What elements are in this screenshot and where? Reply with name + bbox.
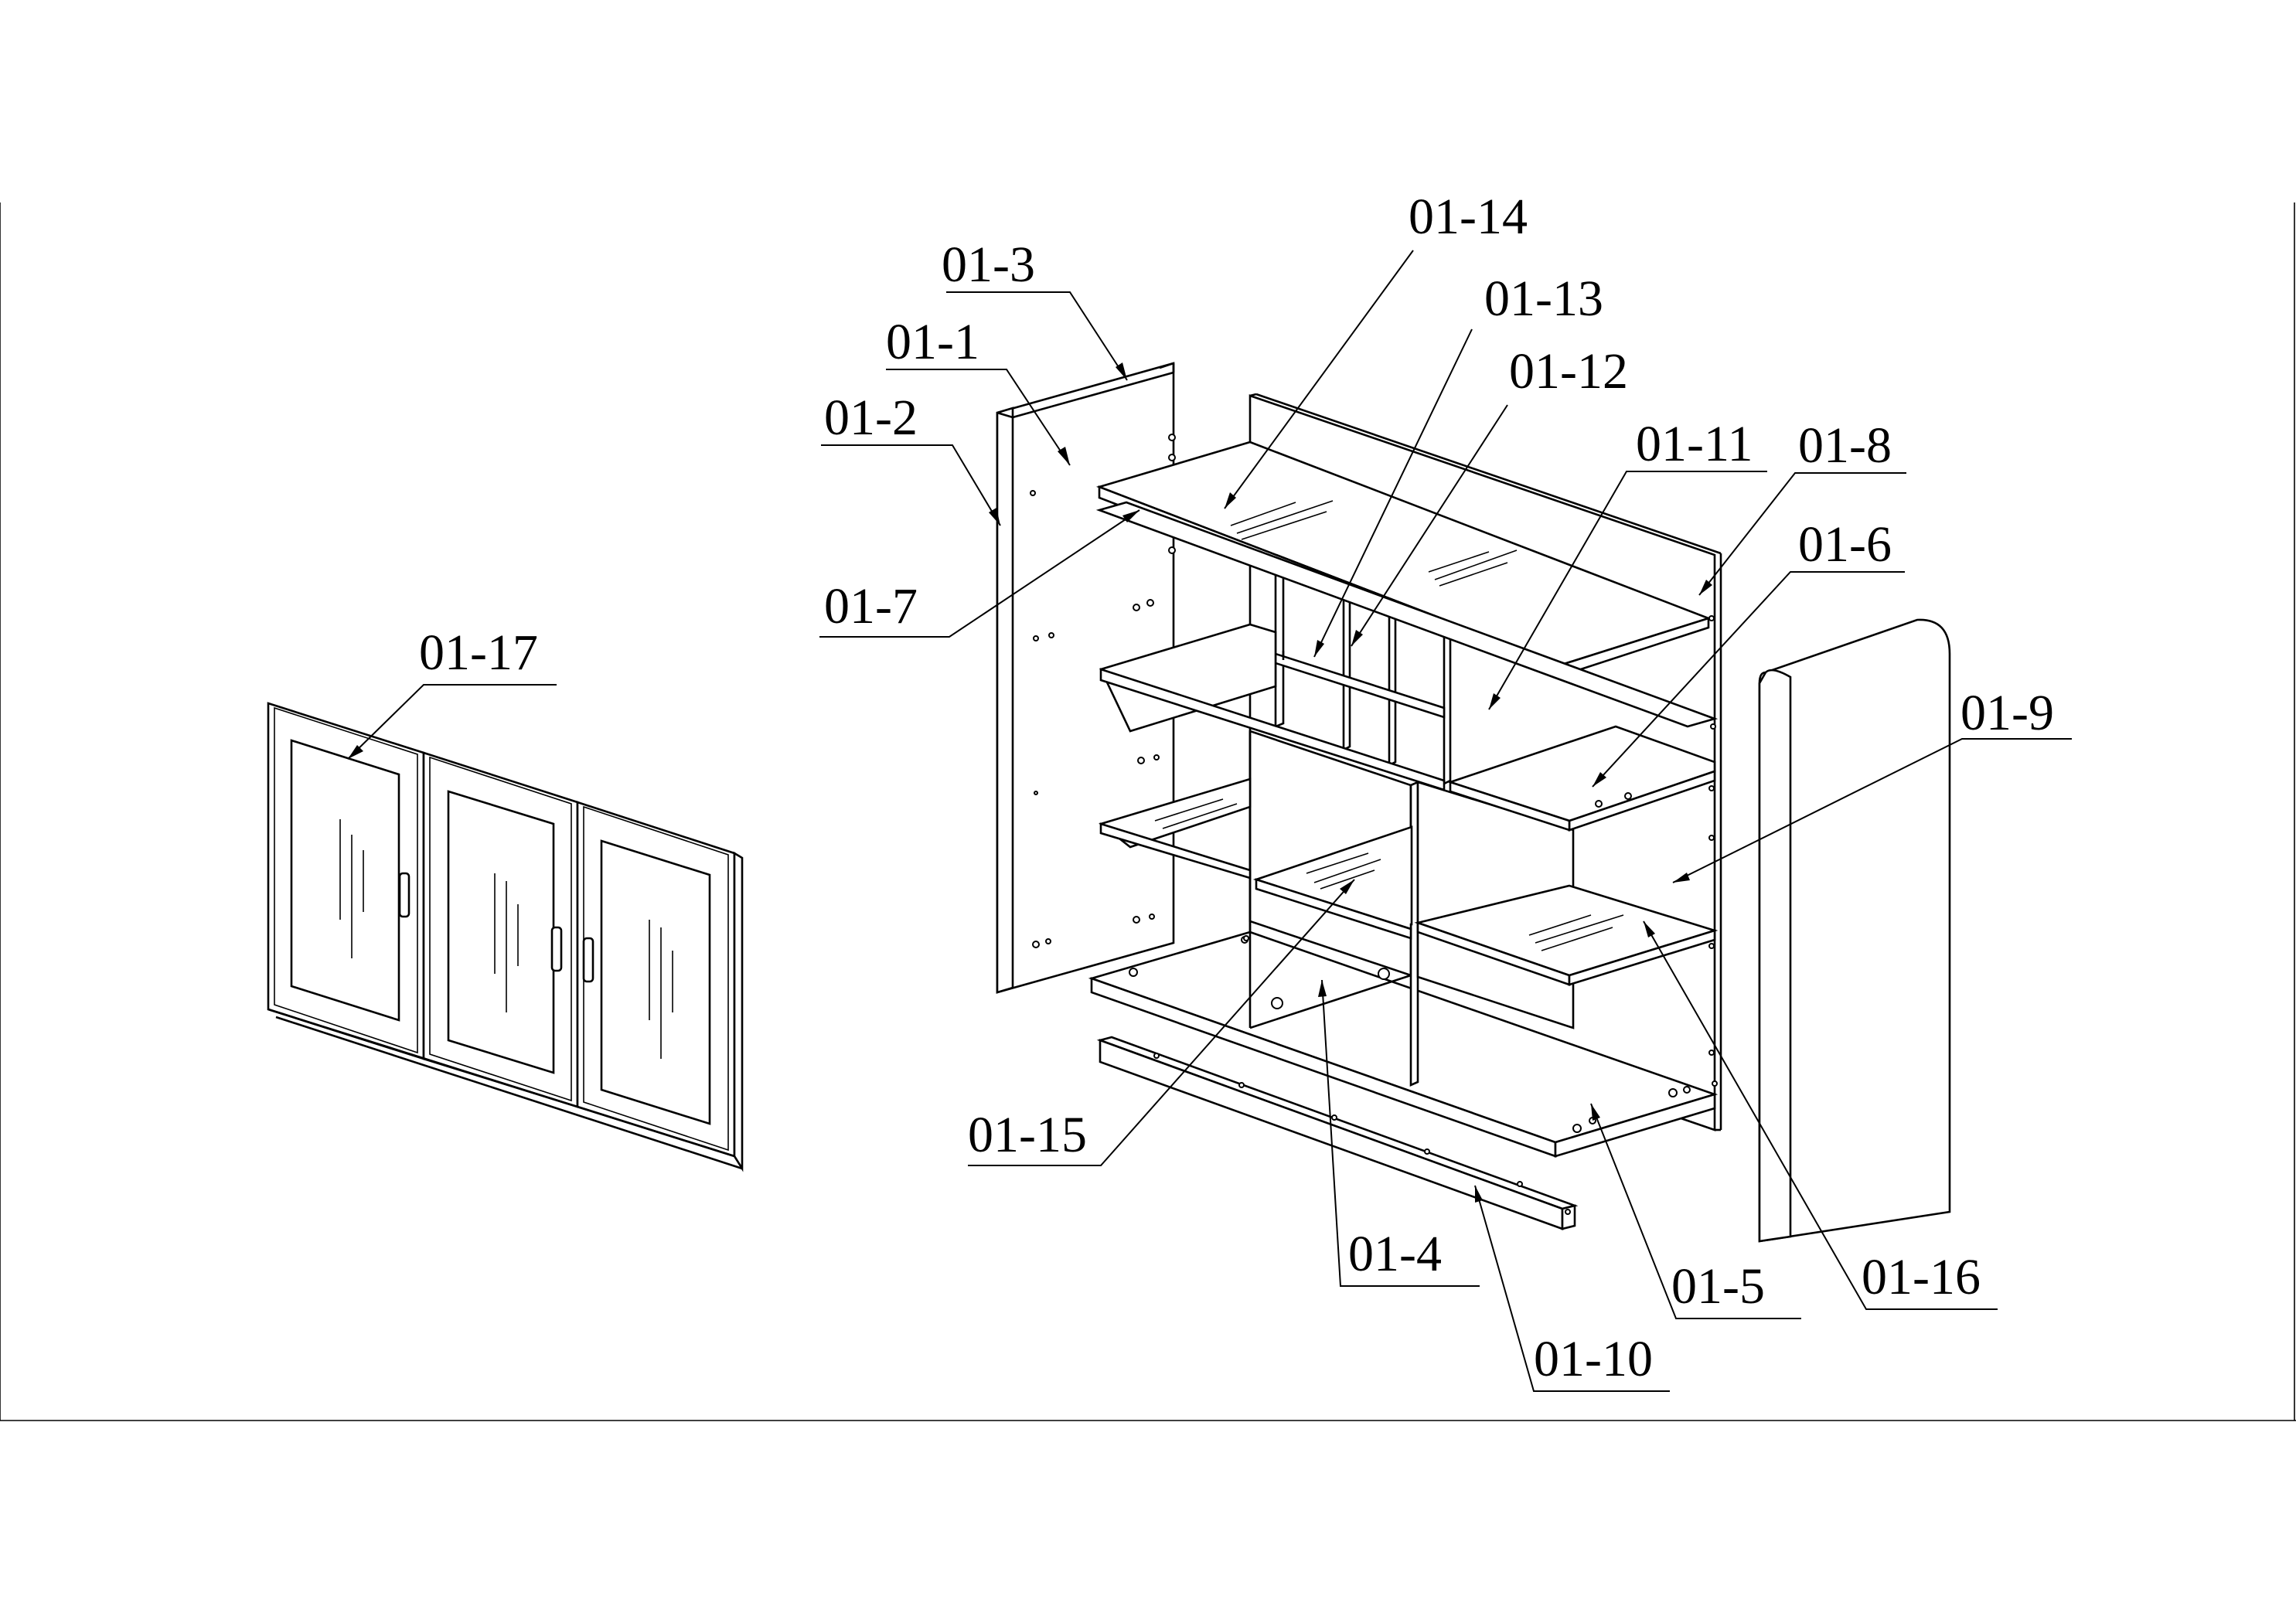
callout-01-5 — [1590, 1103, 1801, 1319]
label-01-1: 01-1 — [886, 314, 979, 370]
callout-01-4 — [1318, 979, 1480, 1287]
callout-01-7 — [819, 509, 1140, 638]
door-left — [267, 702, 425, 1060]
door-middle — [422, 751, 579, 1108]
callout-labels: 01-3 01-1 01-2 01-7 01-14 01-13 01-12 01… — [419, 189, 2054, 1387]
callout-01-17 — [347, 684, 557, 760]
callout-01-6 — [1592, 571, 1905, 788]
label-01-11: 01-11 — [1636, 416, 1753, 472]
callout-01-3 — [946, 291, 1128, 381]
label-01-15: 01-15 — [968, 1107, 1087, 1163]
cabinet-body — [1088, 393, 1722, 1158]
label-01-4: 01-4 — [1348, 1226, 1442, 1282]
label-01-5: 01-5 — [1671, 1258, 1765, 1315]
right-side-panel — [1758, 618, 1951, 1243]
callout-01-14 — [1224, 250, 1414, 509]
label-01-7: 01-7 — [824, 578, 918, 635]
callout-01-11 — [1488, 471, 1767, 710]
callouts — [347, 250, 2072, 1392]
label-01-10: 01-10 — [1534, 1331, 1653, 1387]
label-01-9: 01-9 — [1960, 685, 2054, 741]
callout-01-9 — [1672, 738, 2072, 883]
callout-01-15 — [968, 879, 1355, 1166]
label-01-8: 01-8 — [1798, 417, 1892, 474]
label-01-6: 01-6 — [1798, 516, 1892, 573]
label-01-17: 01-17 — [419, 624, 538, 681]
callout-01-1 — [886, 369, 1071, 466]
label-01-13: 01-13 — [1484, 270, 1603, 327]
door-right — [576, 801, 736, 1158]
callout-01-16 — [1643, 920, 1998, 1310]
label-01-3: 01-3 — [942, 236, 1035, 293]
glass-doors-assembly — [267, 702, 744, 1172]
label-01-16: 01-16 — [1862, 1249, 1981, 1305]
label-01-12: 01-12 — [1509, 343, 1628, 400]
label-01-2: 01-2 — [824, 390, 918, 446]
callout-01-12 — [1351, 404, 1508, 647]
callout-01-2 — [821, 444, 1001, 526]
drawing-frame — [0, 202, 2296, 1421]
callout-01-13 — [1313, 328, 1473, 658]
label-01-14: 01-14 — [1409, 189, 1528, 245]
callout-01-8 — [1698, 472, 1906, 596]
callout-01-10 — [1474, 1185, 1670, 1392]
